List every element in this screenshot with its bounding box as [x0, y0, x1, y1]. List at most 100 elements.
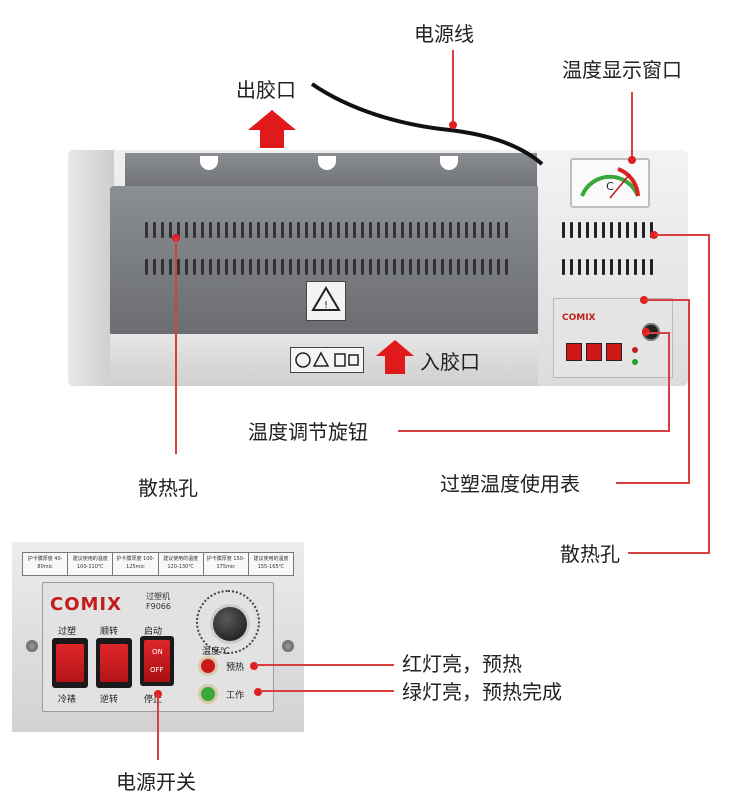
marker-red-light — [250, 662, 258, 670]
label-temp-table: 过塑温度使用表 — [440, 472, 580, 496]
vent-slot — [169, 259, 172, 275]
vent-slot — [409, 259, 412, 275]
vent-slot — [369, 259, 372, 275]
vent-slot — [281, 259, 284, 275]
label-power-cord: 电源线 — [414, 22, 474, 46]
vent-slot — [586, 259, 589, 275]
vent-slot — [433, 222, 436, 238]
caption-cold: 冷裱 — [58, 695, 77, 705]
vent-slot — [265, 222, 268, 238]
vent-slot — [305, 222, 308, 238]
vent-slot — [457, 259, 460, 275]
vent-slot — [465, 259, 468, 275]
mini-laminate-button — [566, 343, 582, 361]
outlet-arrow-icon — [248, 110, 296, 148]
label-green-light: 绿灯亮，预热完成 — [402, 680, 562, 704]
vent-slot — [481, 259, 484, 275]
vent-slot — [634, 259, 637, 275]
tray-slot — [318, 156, 336, 170]
vent-slot — [233, 259, 236, 275]
temperature-scale-ring — [196, 590, 260, 654]
vent-slot — [273, 259, 276, 275]
vent-slot — [321, 222, 324, 238]
marker-temp-window — [628, 156, 636, 164]
leader-vent-left — [175, 238, 177, 454]
vent-slot — [345, 222, 348, 238]
vent-slot — [161, 222, 164, 238]
tray-slot — [200, 156, 218, 170]
vent-slot — [626, 222, 629, 238]
vent-slot — [289, 259, 292, 275]
vent-slot — [297, 259, 300, 275]
vent-slot — [642, 222, 645, 238]
leader-power-cord — [452, 50, 454, 124]
model-line1: 过塑机 — [146, 592, 170, 601]
vent-slot — [449, 259, 452, 275]
vent-slot — [610, 222, 613, 238]
vent-slot — [337, 222, 340, 238]
forward-reverse-rocker-button[interactable] — [96, 638, 132, 688]
power-switch-button[interactable]: ON OFF — [140, 636, 174, 686]
leader-temp-knob-h2 — [398, 430, 670, 432]
vent-slot — [361, 222, 364, 238]
vent-slot — [369, 222, 372, 238]
gauge-unit: C — [606, 180, 614, 193]
vent-slot — [161, 259, 164, 275]
laminate-cold-rocker-button[interactable] — [52, 638, 88, 688]
brand-logo: COMIX — [50, 594, 122, 615]
vent-slot — [265, 259, 268, 275]
temperature-gauge: C — [570, 158, 650, 208]
caption-reverse: 逆转 — [100, 695, 119, 705]
vent-slot — [337, 259, 340, 275]
vent-slot — [145, 259, 148, 275]
leader-temp-knob-v — [668, 332, 670, 432]
strip-cell: 建议使用的温度 100-110℃ — [68, 553, 114, 575]
vent-slot — [145, 222, 148, 238]
vent-slot — [570, 259, 573, 275]
vent-slot — [465, 222, 468, 238]
screw-icon — [282, 640, 294, 652]
vent-slot — [353, 222, 356, 238]
vent-slot — [385, 259, 388, 275]
caption-working: 工作 — [226, 691, 245, 701]
vent-slot — [393, 222, 396, 238]
vent-slot — [313, 259, 316, 275]
vent-slot — [497, 222, 500, 238]
vent-slot — [586, 222, 589, 238]
mini-green-led — [632, 359, 638, 365]
strip-cell: 建议使用的温度 120-130℃ — [159, 553, 204, 575]
panel-brand-logo: COMIX — [562, 313, 596, 323]
vent-slot — [209, 222, 212, 238]
mini-red-led — [632, 347, 638, 353]
warning-strip-icon — [290, 347, 364, 373]
vent-slot — [473, 259, 476, 275]
screw-icon — [26, 640, 38, 652]
vent-slot — [305, 259, 308, 275]
vent-slot — [578, 259, 581, 275]
vent-slot — [602, 222, 605, 238]
vent-slot — [217, 259, 220, 275]
vent-slot — [409, 222, 412, 238]
label-vent-left: 散热孔 — [138, 476, 198, 500]
leader-red-light — [256, 664, 394, 666]
vent-slot — [233, 222, 236, 238]
vent-slot — [618, 222, 621, 238]
vent-slot — [257, 259, 260, 275]
vent-slot — [618, 259, 621, 275]
temperature-knob[interactable] — [210, 604, 250, 644]
vent-slot — [193, 259, 196, 275]
vent-slot — [225, 222, 228, 238]
caption-preheat: 预热 — [226, 663, 245, 673]
preheat-red-led — [198, 656, 218, 676]
vent-slot — [417, 222, 420, 238]
vent-slot — [345, 259, 348, 275]
vent-slot — [417, 259, 420, 275]
switch-off-text: OFF — [150, 666, 164, 674]
power-cord-icon — [310, 82, 544, 166]
vent-slot — [297, 222, 300, 238]
vent-slot — [241, 259, 244, 275]
vent-slot — [185, 259, 188, 275]
vent-slot — [153, 222, 156, 238]
vent-slot — [578, 222, 581, 238]
